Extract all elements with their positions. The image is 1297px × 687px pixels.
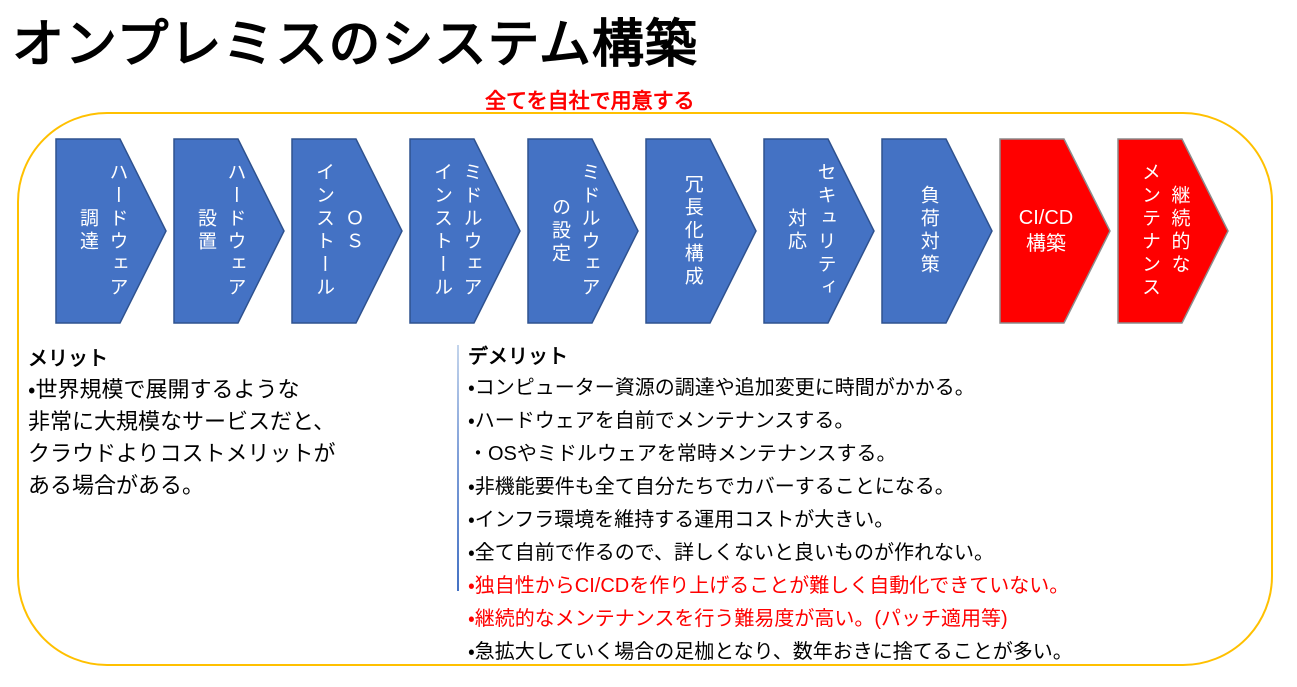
process-step-label: 継続的な メンテナンス	[1139, 162, 1190, 300]
process-step-label: ミドルウェア インストール	[431, 162, 482, 300]
merit-line: クラウドよりコストメリットが	[28, 441, 336, 466]
highlight-frame	[17, 112, 1273, 666]
chevron-arrow-icon	[645, 138, 757, 324]
chevron-arrow-icon	[55, 138, 167, 324]
process-step-3: ＯＳ インストール	[291, 138, 403, 324]
process-step-7: セキュリティ 対応	[763, 138, 875, 324]
process-step-2: ハードウェア 設置	[173, 138, 285, 324]
merit-line: ある場合がある。	[28, 473, 205, 498]
process-step-label: CI/CD 構築	[1018, 207, 1074, 255]
merit-heading: メリット	[28, 348, 108, 370]
chevron-arrow-icon	[291, 138, 403, 324]
demerit-item: ・インフラ環境を維持する運用コストが大きい。	[468, 509, 895, 531]
chevron-arrow-icon	[1117, 138, 1229, 324]
chevron-arrow-icon	[173, 138, 285, 324]
demerit-item: ・独自性からCI/CDを作り上げることが難しく自動化できていない。	[468, 575, 1070, 597]
process-step-label: ハードウェア 設置	[195, 162, 246, 300]
page-title: オンプレミスのシステム構築	[12, 16, 698, 74]
demerit-item: ・ハードウェアを自前でメンテナンスする。	[468, 410, 855, 432]
process-flow: ハードウェア 調達 ハードウェア 設置 ＯＳ インストール ミドルウェア インストール…	[55, 138, 1229, 324]
demerit-item: ・継続的なメンテナンスを行う難易度が高い。(パッチ適用等)	[468, 608, 1008, 630]
demerit-section: デメリット ・コンピューター資源の調達や追加変更に時間がかかる。・ハードウェアを…	[468, 342, 1296, 669]
chevron-arrow-icon	[527, 138, 639, 324]
merit-line: 非常に大規模なサービスだと、	[28, 409, 336, 434]
chevron-arrow-icon	[881, 138, 993, 324]
process-step-6: 冗長化構成	[645, 138, 757, 324]
process-step-10: 継続的な メンテナンス	[1117, 138, 1229, 324]
demerit-item: ・コンピューター資源の調達や追加変更に時間がかかる。	[468, 377, 975, 399]
merit-section: メリット ・世界規模で展開するような非常に大規模なサービスだと、クラウドよりコス…	[28, 344, 448, 502]
process-step-4: ミドルウェア インストール	[409, 138, 521, 324]
process-step-label: ミドルウェア の設定	[549, 162, 600, 300]
section-divider	[457, 345, 459, 591]
process-step-label: セキュリティ 対応	[785, 162, 836, 300]
process-step-9: CI/CD 構築	[999, 138, 1111, 324]
process-step-label: 負荷対策	[917, 185, 939, 277]
merit-line: ・世界規模で展開するような	[28, 377, 300, 402]
demerit-heading: デメリット	[468, 346, 568, 368]
chevron-arrow-icon	[409, 138, 521, 324]
demerit-item: ・OSやミドルウェアを常時メンテナンスする。	[468, 443, 897, 465]
process-step-label: 冗長化構成	[681, 173, 703, 289]
process-step-label: ＯＳ インストール	[313, 162, 364, 300]
process-step-8: 負荷対策	[881, 138, 993, 324]
chevron-arrow-icon	[999, 138, 1111, 324]
chevron-arrow-icon	[763, 138, 875, 324]
demerit-item: ・全て自前で作るので、詳しくないと良いものが作れない。	[468, 542, 994, 564]
demerit-item: ・非機能要件も全て自分たちでカバーすることになる。	[468, 476, 955, 498]
demerit-item: ・急拡大していく場合の足枷となり、数年おきに捨てることが多い。	[468, 641, 1073, 663]
demerit-lines: ・コンピューター資源の調達や追加変更に時間がかかる。・ハードウェアを自前でメンテ…	[468, 372, 1296, 669]
process-step-label: ハードウェア 調達	[77, 162, 128, 300]
process-step-5: ミドルウェア の設定	[527, 138, 639, 324]
merit-lines: ・世界規模で展開するような非常に大規模なサービスだと、クラウドよりコストメリット…	[28, 374, 448, 502]
process-step-1: ハードウェア 調達	[55, 138, 167, 324]
subtitle: 全てを自社で用意する	[485, 90, 695, 113]
